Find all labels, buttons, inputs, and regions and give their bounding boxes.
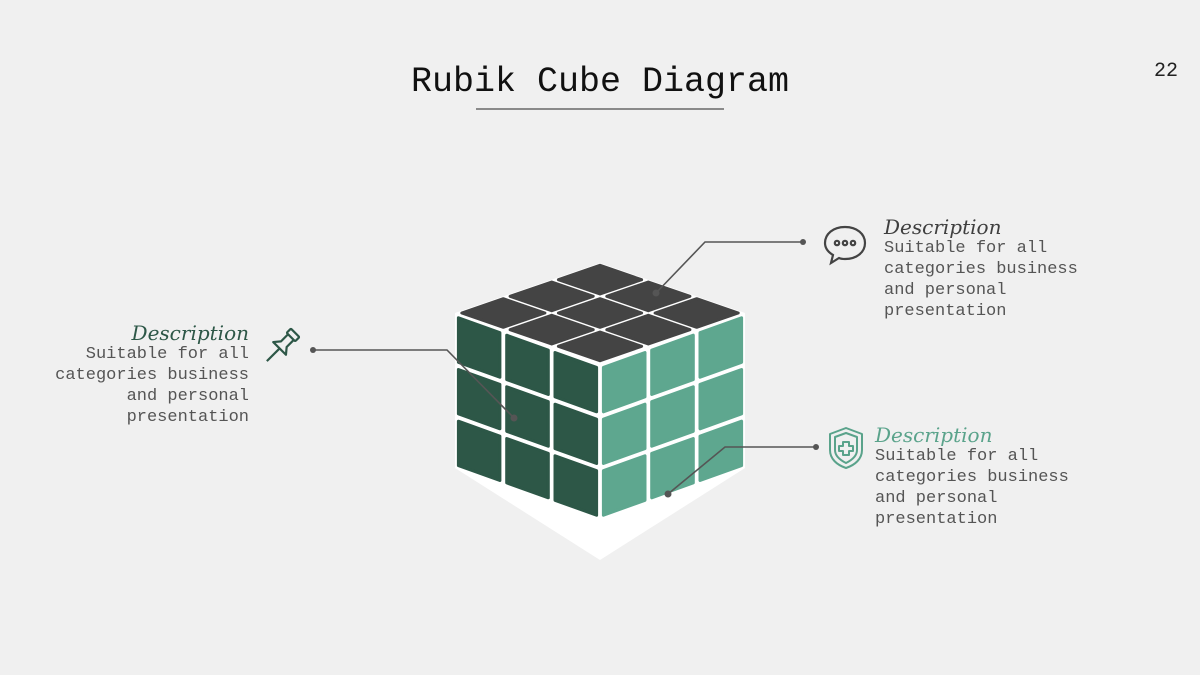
top-sticker xyxy=(556,330,644,363)
connector-top-right xyxy=(652,239,806,297)
left-sticker xyxy=(456,368,502,431)
left-sticker xyxy=(456,419,502,482)
top-sticker xyxy=(556,263,644,296)
top-sticker xyxy=(508,313,595,346)
left-sticker xyxy=(553,402,599,465)
description-block-top-right: Description Suitable for all categories … xyxy=(884,216,1184,322)
connector-bottom-right xyxy=(664,444,819,498)
right-sticker xyxy=(601,351,647,414)
top-sticker xyxy=(653,297,740,329)
right-face xyxy=(601,316,744,517)
description-body: Suitable for all categories business and… xyxy=(875,447,1069,529)
right-sticker xyxy=(650,333,695,396)
description-heading: Description xyxy=(131,321,249,345)
left-sticker xyxy=(456,316,502,379)
left-sticker xyxy=(505,385,550,448)
pushpin-icon xyxy=(266,327,301,362)
shield-plus-icon xyxy=(829,427,863,469)
speech-bubble-icon xyxy=(823,225,867,266)
right-sticker xyxy=(698,316,744,379)
top-sticker xyxy=(605,280,692,313)
top-face xyxy=(460,263,740,363)
right-sticker xyxy=(698,368,744,431)
right-sticker xyxy=(650,437,695,500)
page-number: 22 xyxy=(1153,60,1178,83)
top-sticker xyxy=(556,297,644,329)
top-sticker xyxy=(508,280,595,313)
right-sticker xyxy=(650,385,695,448)
left-sticker xyxy=(553,351,599,414)
page-title: Rubik Cube Diagram xyxy=(410,62,790,102)
description-body: Suitable for all categories business and… xyxy=(55,345,249,427)
left-sticker xyxy=(553,454,599,517)
left-face xyxy=(456,316,599,517)
description-block-left: Description Suitable for all categories … xyxy=(40,322,249,428)
left-sticker xyxy=(505,437,550,500)
description-block-bottom-right: Description Suitable for all categories … xyxy=(875,424,1175,530)
right-sticker xyxy=(601,454,647,517)
left-sticker xyxy=(505,333,550,396)
title-underline xyxy=(476,108,724,110)
right-sticker xyxy=(601,402,647,465)
description-body: Suitable for all categories business and… xyxy=(884,239,1078,321)
top-sticker xyxy=(460,297,547,329)
rubik-cube xyxy=(455,263,745,560)
connector-left xyxy=(310,347,518,422)
description-heading: Description xyxy=(884,215,1002,239)
description-heading: Description xyxy=(875,423,993,447)
top-sticker xyxy=(605,313,692,346)
